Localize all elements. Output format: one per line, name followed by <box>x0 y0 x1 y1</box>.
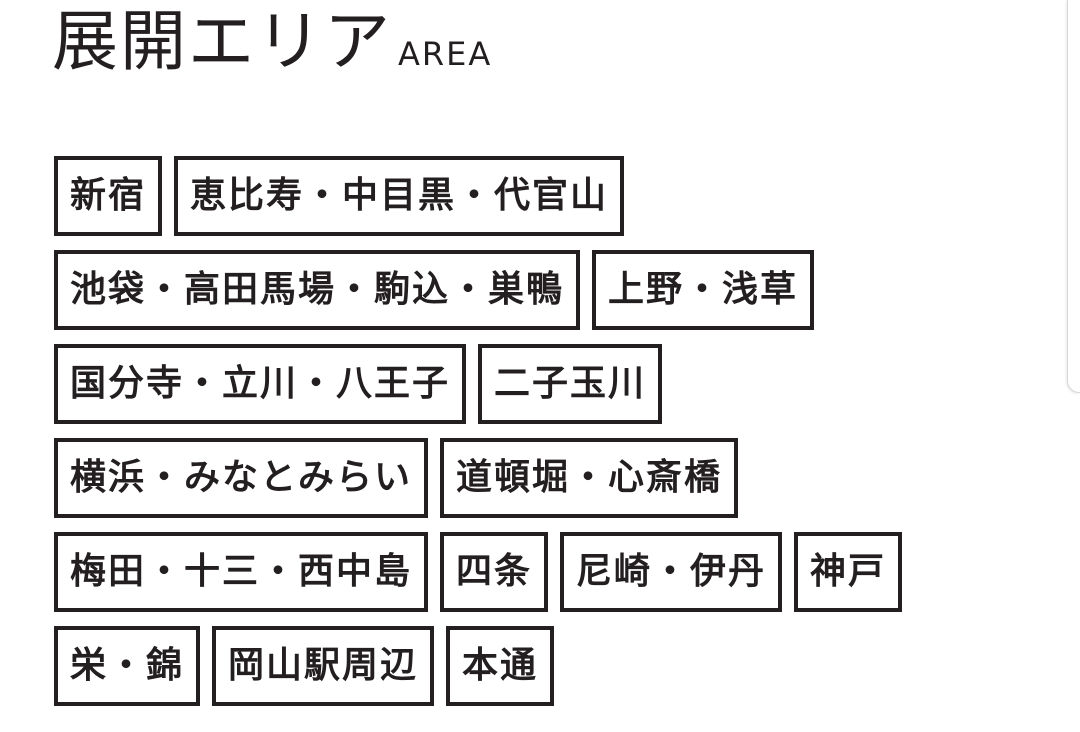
area-tag-ebisu-nakameguro-daikanyama[interactable]: 恵比寿・中目黒・代官山 <box>174 156 625 236</box>
area-tag-dotonbori-shinsaibashi[interactable]: 道頓堀・心斎橋 <box>440 438 739 518</box>
area-tag-label: 道頓堀・心斎橋 <box>456 457 723 498</box>
area-tag-label: 栄・錦 <box>70 645 185 686</box>
area-tag-yokohama-minatomirai[interactable]: 横浜・みなとみらい <box>54 438 429 518</box>
area-tag-shijo[interactable]: 四条 <box>440 532 549 612</box>
area-tag-label: 梅田・十三・西中島 <box>70 551 413 592</box>
area-tag-kobe[interactable]: 神戸 <box>794 532 903 612</box>
area-tag-futakotamagawa[interactable]: 二子玉川 <box>478 344 663 424</box>
area-tag-label: 恵比寿・中目黒・代官山 <box>190 175 609 216</box>
area-tag-row: 横浜・みなとみらい 道頓堀・心斎橋 <box>54 438 1014 518</box>
area-tag-hondori[interactable]: 本通 <box>446 626 555 706</box>
area-tag-label: 横浜・みなとみらい <box>70 457 413 498</box>
area-tag-label: 二子玉川 <box>494 363 647 404</box>
area-tag-list: 新宿 恵比寿・中目黒・代官山 池袋・高田馬場・駒込・巣鴨 上野・浅草 国分寺・立… <box>54 156 1014 720</box>
heading-subtitle: AREA <box>398 35 493 73</box>
area-tag-ikebukuro-takadanobaba-komagome-sugamo[interactable]: 池袋・高田馬場・駒込・巣鴨 <box>54 250 581 330</box>
area-tag-row: 梅田・十三・西中島 四条 尼崎・伊丹 神戸 <box>54 532 1014 612</box>
area-tag-label: 岡山駅周辺 <box>228 645 419 686</box>
scrollbar[interactable] <box>1067 0 1080 393</box>
area-tag-umeda-juso-nishinakajima[interactable]: 梅田・十三・西中島 <box>54 532 429 612</box>
area-tag-label: 神戸 <box>810 551 887 592</box>
area-tag-row: 池袋・高田馬場・駒込・巣鴨 上野・浅草 <box>54 250 1014 330</box>
area-tag-label: 新宿 <box>70 175 147 216</box>
area-tag-row: 国分寺・立川・八王子 二子玉川 <box>54 344 1014 424</box>
area-tag-label: 上野・浅草 <box>608 269 799 310</box>
area-tag-label: 四条 <box>456 551 533 592</box>
area-tag-sakae-nishiki[interactable]: 栄・錦 <box>54 626 201 706</box>
heading-title: 展開エリア <box>52 3 392 80</box>
area-tag-okayama-station[interactable]: 岡山駅周辺 <box>212 626 435 706</box>
area-tag-row: 新宿 恵比寿・中目黒・代官山 <box>54 156 1014 236</box>
area-tag-label: 本通 <box>462 645 539 686</box>
area-tag-amagasaki-itami[interactable]: 尼崎・伊丹 <box>560 532 783 612</box>
area-tag-label: 尼崎・伊丹 <box>576 551 767 592</box>
area-tag-row: 栄・錦 岡山駅周辺 本通 <box>54 626 1014 706</box>
area-tag-label: 国分寺・立川・八王子 <box>70 363 451 404</box>
area-tag-label: 池袋・高田馬場・駒込・巣鴨 <box>70 269 565 310</box>
area-tag-shinjuku[interactable]: 新宿 <box>54 156 163 236</box>
area-tag-kokubunji-tachikawa-hachioji[interactable]: 国分寺・立川・八王子 <box>54 344 467 424</box>
area-heading: 展開エリア AREA <box>52 0 492 80</box>
area-tag-ueno-asakusa[interactable]: 上野・浅草 <box>592 250 815 330</box>
